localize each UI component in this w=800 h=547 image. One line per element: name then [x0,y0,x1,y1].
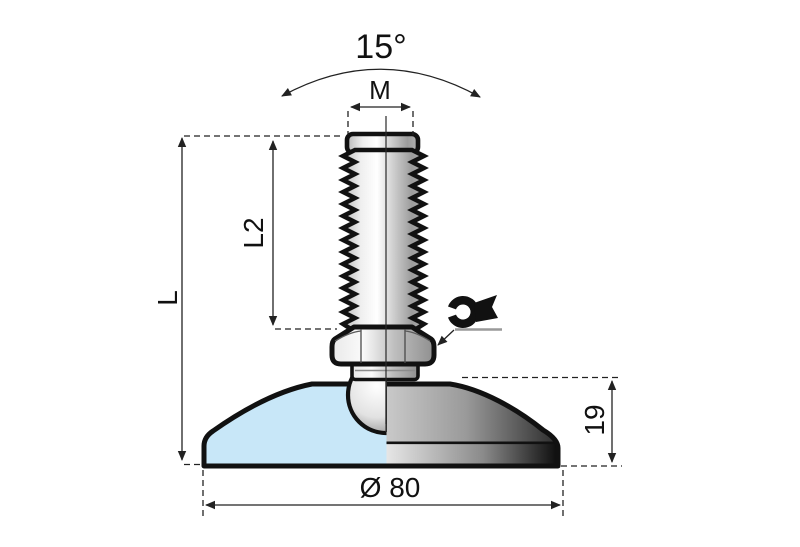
thread-length-label: L2 [238,217,269,248]
nut-chamfer-left [334,330,362,342]
dim-tilt-arc [281,68,481,98]
base-outline [201,381,561,469]
base-diameter-label: Ø 80 [360,472,421,503]
overall-height-label: L [152,290,183,306]
wrench-icon [437,295,502,346]
nut-chamfer-right [404,330,431,342]
dimension-lines [177,68,622,517]
base-bottom-band [386,443,558,466]
thread-size-label: M [369,75,391,105]
threaded-stud [338,131,429,332]
tilt-angle-label: 15° [355,28,406,66]
hex-nut [329,324,437,367]
stud-thread [338,147,429,332]
wrench-leader-arrow [437,329,455,346]
base-height-label: 19 [579,404,610,435]
